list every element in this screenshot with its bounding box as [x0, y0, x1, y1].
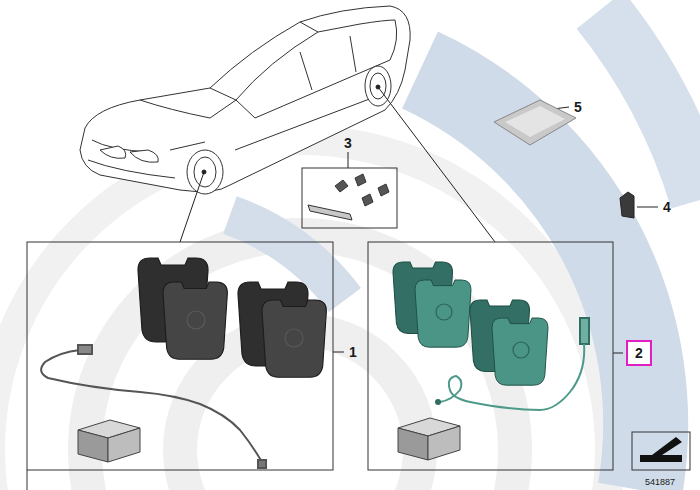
callout-number: 3 [344, 135, 352, 151]
small-clip [620, 192, 634, 218]
wear-sensor-front [41, 345, 266, 468]
parts-package [78, 420, 140, 462]
car-outline [80, 6, 410, 194]
callout-number: 3 [344, 134, 352, 152]
diagram-number: 541887 [645, 471, 675, 489]
callout-number: 1 [349, 343, 357, 361]
clip-set [308, 174, 389, 220]
brake-pads-front [138, 258, 326, 377]
orientation-icon [640, 437, 682, 462]
callout-number: 5 [574, 98, 582, 116]
callout-number: 4 [663, 198, 671, 216]
callout-number: 5 [574, 99, 582, 115]
callout-number: 4 [663, 199, 671, 215]
highlighted-callout: 2 [626, 340, 652, 366]
wear-sensor-rear [435, 318, 589, 410]
parts-package [398, 418, 460, 460]
brake-pads-rear [393, 262, 548, 385]
diagram-number: 541887 [645, 477, 675, 487]
callout-number: 1 [349, 344, 357, 360]
callout-number: 2 [635, 346, 643, 360]
group-frames [27, 168, 690, 490]
grease-sachet [494, 100, 576, 145]
